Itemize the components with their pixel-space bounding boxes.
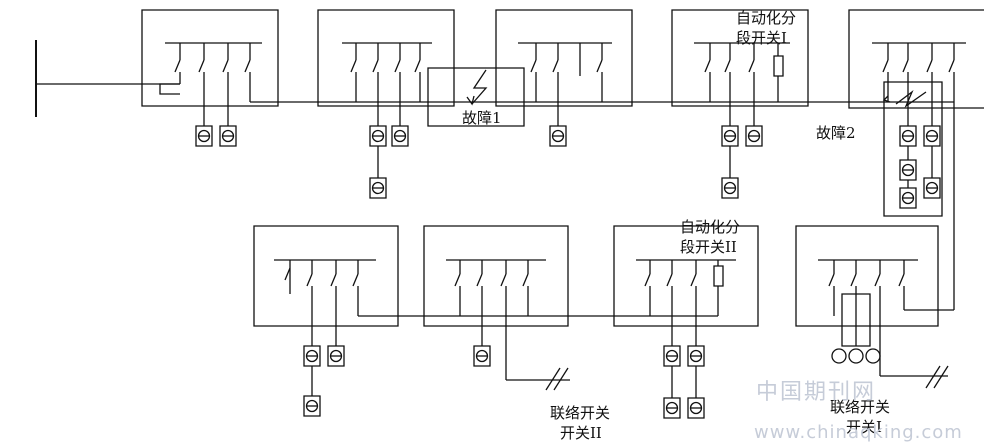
substation-box-top-5 (849, 10, 984, 108)
substation-box-top-3 (496, 10, 632, 106)
substation-box-bottom-3 (614, 226, 758, 326)
transformer-top-1b (220, 126, 236, 146)
auto-switch-1-label-line2: 段开关I (736, 29, 787, 47)
substation-box-bottom-4 (796, 226, 938, 326)
substation-box-bottom-2 (424, 226, 568, 326)
transformer-bottom-3d (688, 398, 704, 418)
transformer-bottom-3b (688, 346, 704, 366)
watermark-url: www.chinaqking.com (754, 422, 963, 443)
transformer-bottom-1c (304, 396, 320, 416)
fault-2-bolt (896, 92, 926, 106)
transformer-top-5c (900, 160, 916, 180)
fault-1-label: 故障1 (462, 109, 502, 127)
tie-switch-left-label-line2: 开关II (560, 424, 602, 442)
auto-switch-2-label-line1: 自动化分 (680, 218, 741, 236)
transformer-bottom-1b (328, 346, 344, 366)
auto-sectionalizing-switch-1 (774, 56, 783, 76)
transformer-top-4c (722, 178, 738, 198)
transformer-top-2a (370, 126, 386, 146)
tie-switch-left (506, 368, 570, 390)
transformer-top-3a (550, 126, 566, 146)
substation-box-top-1 (142, 10, 278, 106)
fault-2-label: 故障2 (816, 124, 856, 142)
transformer-top-1a (196, 126, 212, 146)
transformer-bottom-3a (664, 346, 680, 366)
fault-2-region (884, 82, 942, 216)
tie-switch-right-label-line2: 开关I (846, 418, 882, 436)
fault-1-region (428, 68, 524, 126)
watermark-cn: 中国期刊网 (756, 380, 877, 405)
transformer-top-2c (370, 178, 386, 198)
transformer-bottom-3c (664, 398, 680, 418)
auto-switch-2-label-line2: 段开关II (680, 238, 737, 256)
substation-box-top-2 (318, 10, 454, 106)
transformer-top-5a (900, 126, 916, 146)
transformer-bottom-1a (304, 346, 320, 366)
transformer-top-5b (924, 126, 940, 146)
transformer-bank-bottom-4 (832, 349, 880, 363)
transformer-top-5e (924, 178, 940, 198)
tie-switch-left-label-line1: 联络开关 (550, 404, 611, 422)
fault-1-bolt (472, 70, 486, 104)
tie-switch-right (880, 366, 948, 388)
tie-switch-right-label-line1: 联络开关 (830, 398, 891, 416)
transformer-top-4a (722, 126, 738, 146)
transformer-top-5d (900, 188, 916, 208)
transformer-bottom-2a (474, 346, 490, 366)
transformer-top-2b (392, 126, 408, 146)
auto-switch-1-label-line1: 自动化分 (736, 9, 797, 27)
auto-sectionalizing-switch-2 (714, 266, 723, 286)
substation-box-top-4 (672, 10, 808, 106)
substation-box-bottom-1 (254, 226, 398, 326)
transformer-top-4b (746, 126, 762, 146)
